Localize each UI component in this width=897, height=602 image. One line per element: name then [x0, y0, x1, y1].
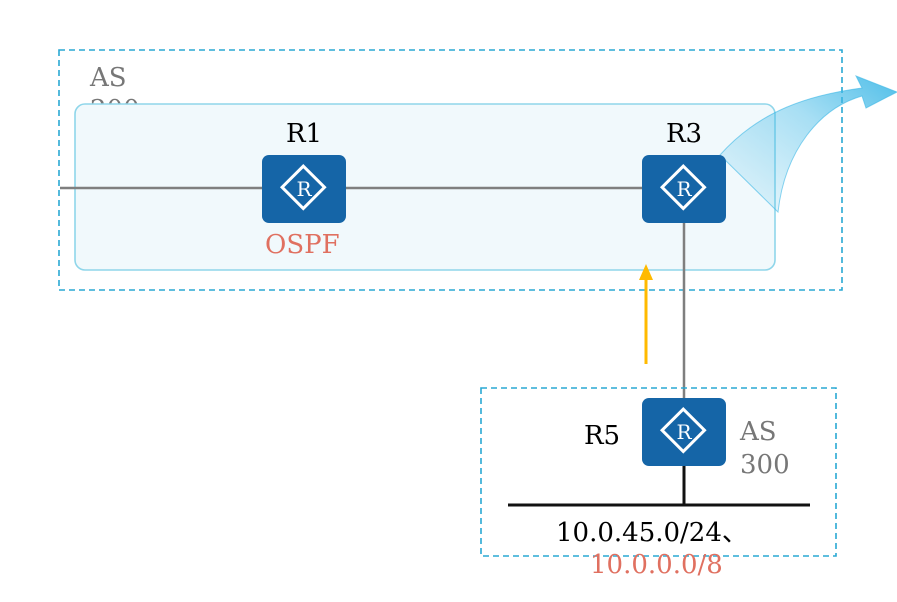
as200-label-line1: AS: [89, 63, 127, 93]
router-icon-letter: R: [296, 177, 312, 201]
network-prefix-line1: 10.0.45.0/24、: [556, 518, 748, 548]
router-r3[interactable]: R: [640, 153, 728, 225]
router-r1-label: R1: [286, 119, 322, 149]
route-export-arrow: [719, 75, 897, 214]
as300-label-line2: 300: [740, 450, 790, 480]
router-r1[interactable]: R: [260, 153, 348, 225]
route-advertise-arrowhead: [639, 264, 653, 280]
router-r3-label: R3: [666, 119, 702, 149]
as300-label-line1: AS: [739, 417, 777, 447]
router-icon-letter: R: [676, 177, 692, 201]
router-r5-label: R5: [584, 421, 620, 451]
as200-boundary: [58, 49, 843, 291]
ospf-label: OSPF: [265, 230, 340, 260]
router-icon-letter: R: [676, 420, 692, 444]
network-prefix-line2: 10.0.0.0/8: [590, 550, 723, 580]
router-r5[interactable]: R: [640, 396, 728, 468]
as300-boundary: [480, 387, 837, 557]
